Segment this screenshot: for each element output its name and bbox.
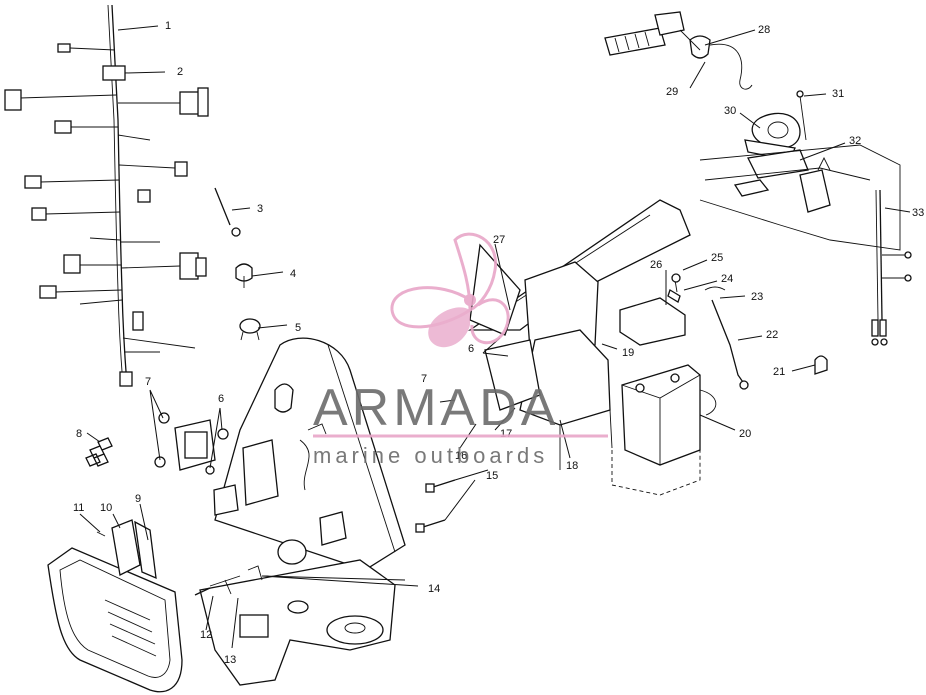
callout-1: 1 xyxy=(165,20,171,32)
watermark: ARMADA marine outboards xyxy=(313,232,608,468)
callout-11: 11 xyxy=(73,502,84,514)
handlebar-switch xyxy=(604,11,753,90)
frame-plate xyxy=(213,337,406,571)
callout-6: 6 xyxy=(218,393,224,405)
callout-4: 4 xyxy=(290,268,296,280)
callout-10: 10 xyxy=(100,502,112,514)
battery xyxy=(611,364,717,496)
callout-7: 7 xyxy=(145,376,151,388)
callout-31: 31 xyxy=(832,88,844,100)
callout-3: 3 xyxy=(257,203,263,215)
callout-labels: 1 2 3 4 5 6 7 8 9 10 11 12 13 14 15 16 1… xyxy=(73,20,924,666)
horn xyxy=(744,90,809,179)
coil-module xyxy=(85,412,229,475)
callout-7b: 7 xyxy=(421,373,427,385)
callout-9: 9 xyxy=(135,493,141,505)
callout-20: 20 xyxy=(739,428,751,440)
callout-13: 13 xyxy=(224,654,236,666)
bolts xyxy=(194,479,456,596)
leader-lines xyxy=(79,25,911,649)
callout-8: 8 xyxy=(76,428,82,440)
callout-14: 14 xyxy=(428,583,440,595)
callout-29: 29 xyxy=(666,86,678,98)
callout-5: 5 xyxy=(295,322,301,334)
callout-16: 16 xyxy=(455,450,467,462)
sensor-parts xyxy=(214,187,261,341)
callout-28: 28 xyxy=(758,24,770,36)
callout-24: 24 xyxy=(721,273,733,285)
callout-12: 12 xyxy=(200,629,212,641)
callout-15: 15 xyxy=(486,470,498,482)
callout-6b: 6 xyxy=(468,343,474,355)
front-shield xyxy=(47,519,183,693)
callout-19: 19 xyxy=(622,347,634,359)
callout-25: 25 xyxy=(711,252,723,264)
propeller-logo xyxy=(390,232,510,348)
callout-26: 26 xyxy=(650,259,662,271)
callout-30: 30 xyxy=(724,105,736,117)
callout-18: 18 xyxy=(566,460,578,472)
lower-chassis xyxy=(199,559,396,686)
callout-22: 22 xyxy=(766,329,778,341)
battery-accessories xyxy=(619,273,828,390)
rear-frame xyxy=(699,144,901,251)
watermark-tagline: marine outboards xyxy=(313,443,548,468)
wire-lead xyxy=(871,189,912,346)
callout-21: 21 xyxy=(773,366,785,378)
callout-27: 27 xyxy=(493,234,505,246)
callout-33: 33 xyxy=(912,207,924,219)
callout-2: 2 xyxy=(177,66,183,78)
watermark-brand: ARMADA xyxy=(313,379,559,437)
callout-32: 32 xyxy=(849,135,861,147)
callout-23: 23 xyxy=(751,291,763,303)
wiring-harness xyxy=(4,4,209,387)
